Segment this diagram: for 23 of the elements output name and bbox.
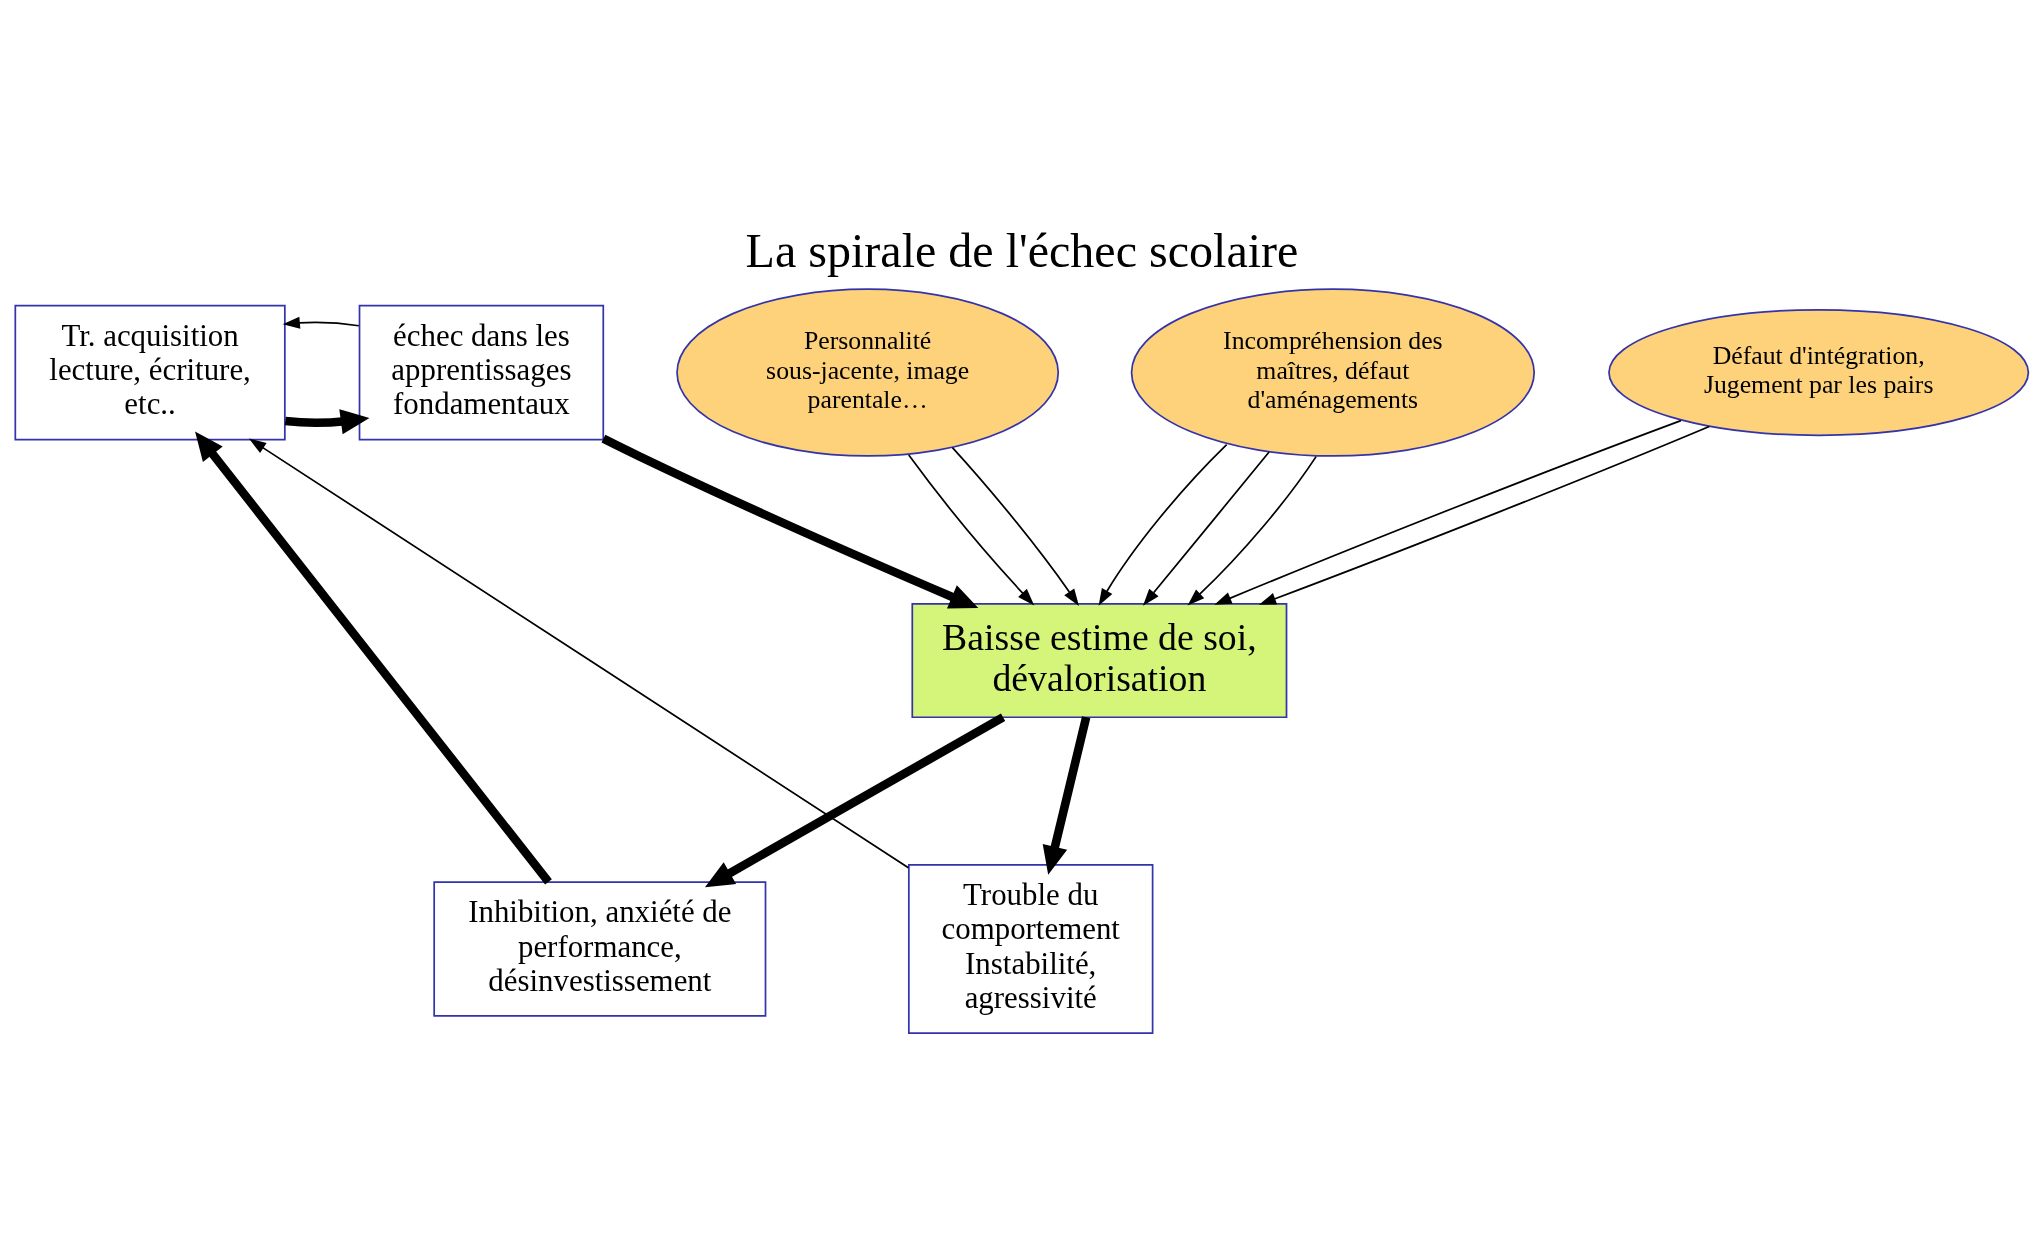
arrow	[282, 316, 360, 329]
arrow	[951, 446, 1079, 606]
diagram-title: La spirale de l'échec scolaire	[745, 224, 1299, 278]
node-ellipse: Défaut d'intégration, Jugement par les pairs	[1608, 309, 2030, 437]
arrow	[704, 713, 1006, 888]
arrow	[195, 431, 552, 885]
arrow	[601, 434, 979, 609]
node-ellipse: Personnalité sous-jacente, image parentale…	[676, 288, 1060, 457]
arrow	[284, 409, 370, 435]
arrow	[1042, 716, 1091, 875]
node-box: Inhibition, anxiété de performance, désinvestissement	[433, 881, 767, 1017]
arrow	[1142, 451, 1270, 606]
node-box: Trouble du comportement Instabilité, agressivité	[908, 864, 1154, 1034]
arrow	[1214, 419, 1682, 605]
node-box: échec dans les apprentissages fondamentaux	[358, 304, 605, 441]
arrow	[907, 454, 1035, 606]
arrow	[1187, 455, 1317, 606]
arrow	[248, 438, 910, 869]
node-box: Baisse estime de soi, dévalorisation	[911, 603, 1288, 719]
arrow	[1258, 425, 1711, 605]
node-box: Tr. acquisition lecture, écriture, etc..	[14, 304, 286, 441]
arrow	[1098, 443, 1228, 606]
node-ellipse: Incompréhension des maîtres, défaut d'aménagements	[1130, 288, 1535, 457]
